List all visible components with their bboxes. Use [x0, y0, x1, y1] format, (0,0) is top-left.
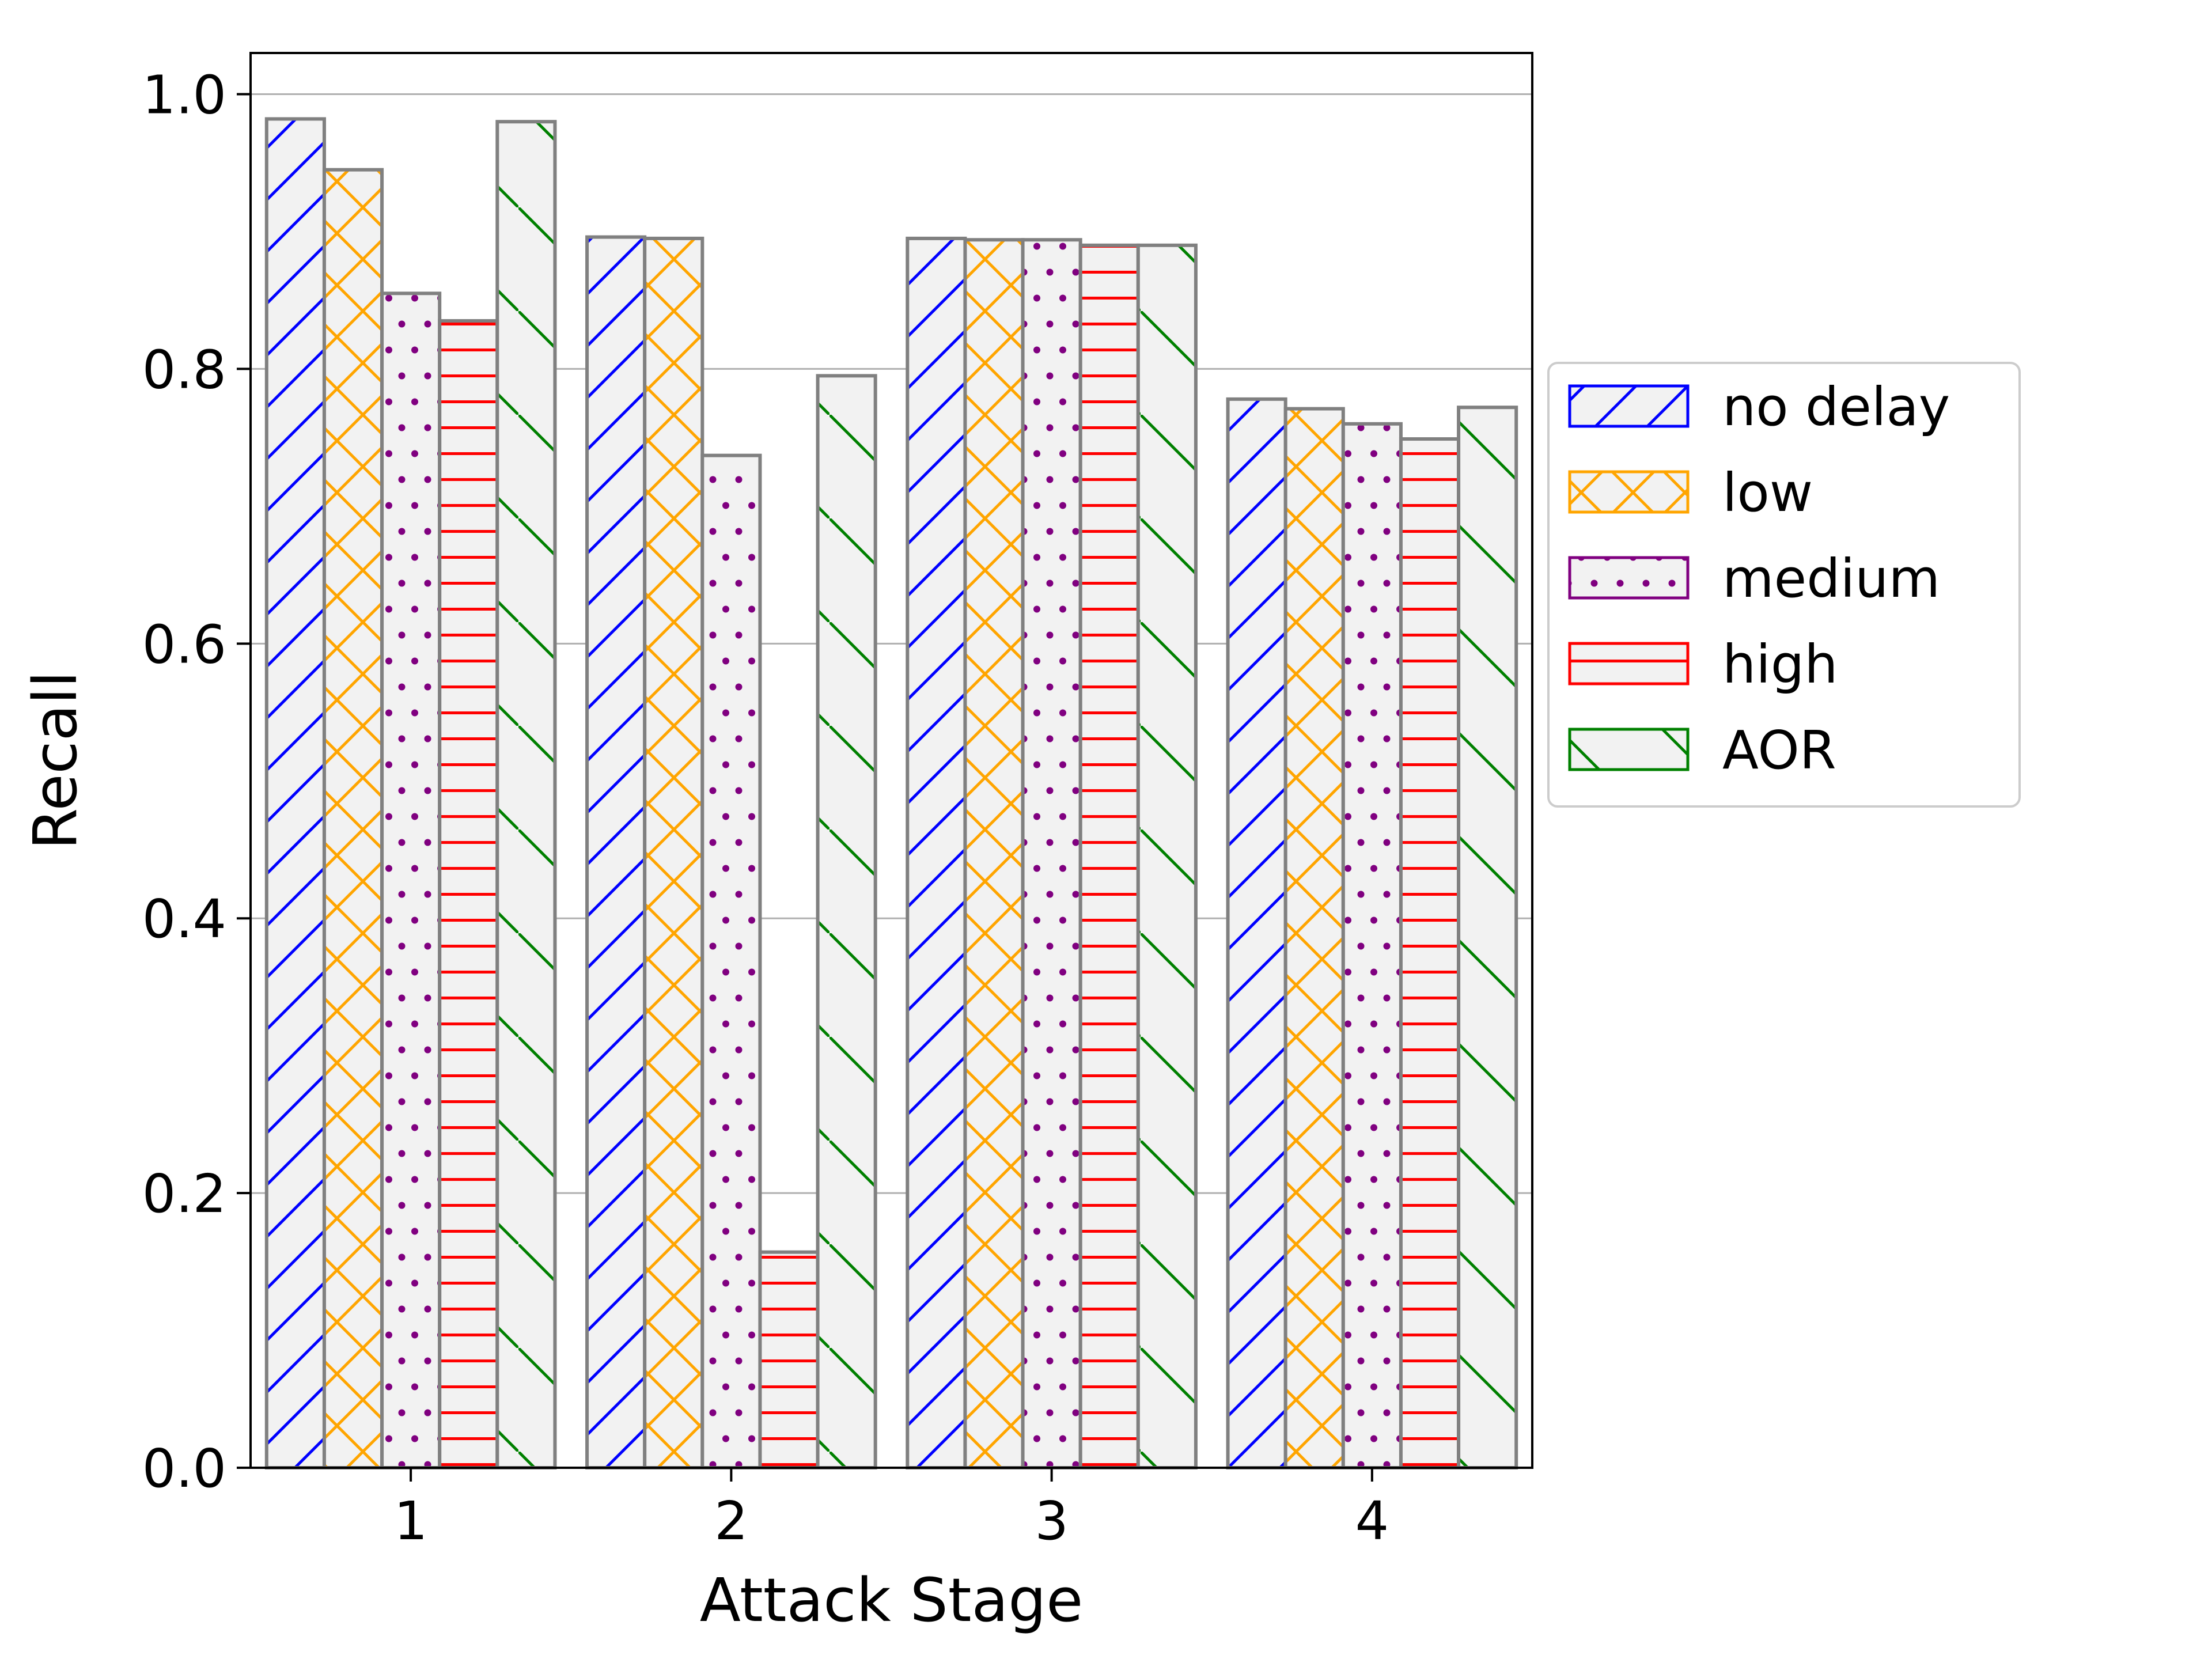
plot-frame: [249, 52, 1533, 1469]
legend-label: low: [1722, 462, 1813, 524]
bar-high-stage-1: [438, 319, 499, 1470]
bar-low-stage-3: [963, 238, 1025, 1470]
legend-label: no delay: [1722, 376, 1950, 438]
bar-no-delay-stage-2: [585, 235, 647, 1469]
y-tick-label: 0.4: [142, 888, 226, 950]
bar-aor-stage-3: [1136, 243, 1198, 1470]
axis-ticks: 0.0 0.2 0.4 0.6 0.8 1.0 1 2 3 4: [142, 65, 1389, 1552]
y-tick-label: 1.0: [142, 65, 226, 126]
bar-low-stage-4: [1283, 407, 1345, 1470]
y-tick-label: 0.6: [142, 613, 226, 675]
x-axis-label: Attack Stage: [700, 1565, 1084, 1635]
bars: [264, 117, 1518, 1470]
legend-swatch: [1568, 556, 1690, 600]
x-tick-label: 4: [1355, 1490, 1389, 1552]
bar-aor-stage-4: [1457, 406, 1518, 1469]
legend-label: AOR: [1722, 719, 1836, 781]
bar-medium-stage-4: [1341, 422, 1403, 1470]
bar-no-delay-stage-1: [264, 117, 326, 1470]
y-tick-label: 0.2: [142, 1163, 226, 1225]
legend-swatch: [1568, 642, 1690, 685]
bar-medium-stage-2: [700, 453, 762, 1469]
bar-no-delay-stage-4: [1226, 397, 1287, 1470]
legend-swatch: [1568, 470, 1690, 514]
bar-high-stage-2: [758, 1250, 820, 1470]
bar-medium-stage-3: [1021, 238, 1082, 1470]
bar-high-stage-3: [1078, 243, 1140, 1470]
bar-medium-stage-1: [380, 291, 442, 1470]
bar-high-stage-4: [1399, 437, 1461, 1470]
bar-no-delay-stage-3: [906, 236, 967, 1470]
bar-low-stage-2: [643, 236, 704, 1470]
y-tick-label: 0.8: [142, 339, 226, 400]
legend-label: high: [1722, 634, 1838, 695]
bar-low-stage-1: [322, 168, 384, 1469]
x-tick-label: 1: [394, 1490, 428, 1552]
legend-swatch: [1568, 728, 1690, 771]
y-axis-label: Recall: [20, 671, 90, 850]
bar-aor-stage-1: [495, 120, 557, 1469]
x-tick-label: 2: [714, 1490, 748, 1552]
x-tick-label: 3: [1035, 1490, 1069, 1552]
y-tick-label: 0.0: [142, 1438, 226, 1499]
bar-aor-stage-2: [816, 374, 877, 1469]
legend-swatch: [1568, 384, 1690, 428]
legend-label: medium: [1722, 548, 1940, 609]
